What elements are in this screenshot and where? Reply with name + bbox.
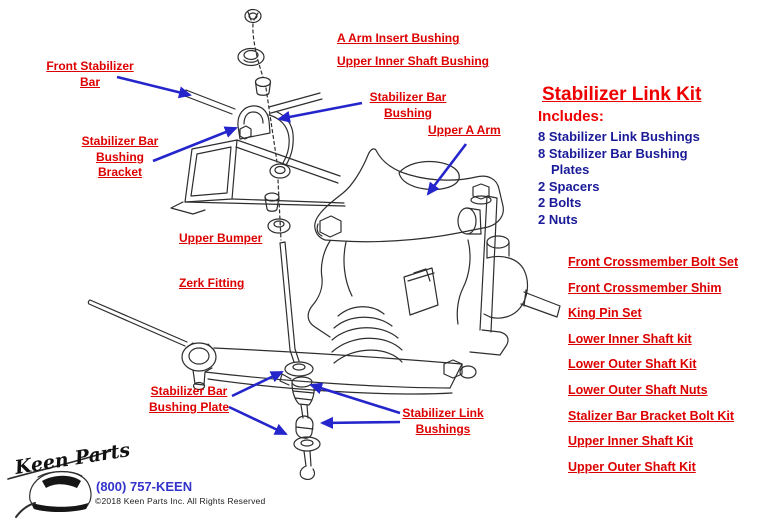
knuckle-drawing xyxy=(443,195,561,379)
kit-line: Plates xyxy=(551,162,590,178)
kit-title: Stabilizer Link Kit xyxy=(542,84,702,105)
link-lower-outer-shaft-nuts[interactable]: Lower Outer Shaft Nuts xyxy=(568,382,708,397)
kit-line: 2 Nuts xyxy=(538,211,578,227)
link-front-crossmember-shim[interactable]: Front Crossmember Shim xyxy=(568,280,722,295)
link-lower-inner-shaft-kit[interactable]: Lower Inner Shaft kit xyxy=(568,331,692,346)
upper-a-arm-drawing xyxy=(314,148,504,243)
kit-line: 2 Bolts xyxy=(538,195,582,211)
arrow-bushing-plate-lower xyxy=(228,405,288,436)
link-rod-drawing xyxy=(279,241,296,351)
stabilizer-bar-drawing xyxy=(184,89,323,115)
label-front-stabilizer-bar[interactable]: Front Stabilizer Bar xyxy=(46,59,134,89)
keen-parts-logo xyxy=(7,450,111,518)
kit-line: 8 Stabilizer Bar Bushing xyxy=(538,145,688,161)
label-upper-inner-shaft-bushing[interactable]: Upper Inner Shaft Bushing xyxy=(337,54,490,68)
label-stabilizer-bar-bushing[interactable]: Stabilizer Bar Bushing xyxy=(369,90,447,120)
callout-arrows xyxy=(116,75,468,436)
label-stabilizer-link-bushings[interactable]: Stabilizer Link Bushings xyxy=(402,406,484,436)
label-upper-bumper[interactable]: Upper Bumper xyxy=(179,231,263,245)
lower-arm-drawing xyxy=(87,299,463,395)
link-king-pin-set[interactable]: King Pin Set xyxy=(568,306,642,321)
kit-line: 2 Spacers xyxy=(538,178,600,194)
link-stalizer-bar-bracket-bolt-kit[interactable]: Stalizer Bar Bracket Bolt Kit xyxy=(568,408,735,423)
link-front-crossmember-bolt-set[interactable]: Front Crossmember Bolt Set xyxy=(568,255,739,269)
stabilizer-link-stack-drawing xyxy=(279,348,321,480)
arrow-stabilizer-bar-bushing xyxy=(277,101,363,123)
spring-tower-drawing xyxy=(307,239,471,338)
arrow-link-bushings-left xyxy=(320,416,401,429)
arrow-front-stabilizer-bar xyxy=(116,75,192,99)
phone-number: (800) 757-KEEN xyxy=(96,479,193,494)
kit-line: 8 Stabilizer Link Bushings xyxy=(538,129,700,144)
stabilizer-link-kit-panel: Stabilizer Link Kit Includes: 8 Stabiliz… xyxy=(538,84,763,229)
label-a-arm-insert-bushing[interactable]: A Arm Insert Bushing xyxy=(337,31,460,45)
link-upper-inner-shaft-kit[interactable]: Upper Inner Shaft Kit xyxy=(568,434,694,449)
arrow-link-bushings-upper xyxy=(309,382,401,415)
kit-includes-label: Includes: xyxy=(538,108,604,125)
label-stabilizer-bar-bushing-plate[interactable]: Stabilizer Bar Bushing Plate xyxy=(148,384,229,414)
coil-spring-drawing xyxy=(331,306,403,364)
label-stabilizer-bar-bushing-bracket[interactable]: Stabilizer Bar Bushing Bracket xyxy=(81,134,159,179)
link-upper-outer-shaft-kit[interactable]: Upper Outer Shaft Kit xyxy=(568,459,696,474)
copyright-text: ©2018 Keen Parts Inc. All Rights Reserve… xyxy=(95,496,266,506)
label-upper-a-arm[interactable]: Upper A Arm xyxy=(428,123,501,137)
arrow-upper-a-arm xyxy=(426,143,468,196)
related-links-list: Front Crossmember Bolt Set Front Crossme… xyxy=(568,256,768,486)
upper-link-stack-drawing xyxy=(237,8,282,241)
crossmember-drawing xyxy=(170,139,346,234)
label-zerk-fitting[interactable]: Zerk Fitting xyxy=(179,276,245,290)
link-lower-outer-shaft-kit[interactable]: Lower Outer Shaft Kit xyxy=(568,357,697,372)
arrow-bushing-plate-upper xyxy=(231,370,284,398)
arrow-bushing-bracket xyxy=(152,126,238,163)
kit-contents-list: 8 Stabilizer Link Bushings 8 Stabilizer … xyxy=(538,129,763,229)
